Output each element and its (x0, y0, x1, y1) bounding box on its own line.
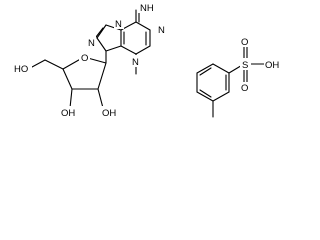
sulfonyl-o-label: O (241, 83, 248, 94)
bond (44, 59, 64, 70)
ring-n-label: N (115, 19, 122, 30)
bond (120, 45, 137, 55)
methyladenosine-structure: NH N N N N O HO OH OH (13, 1, 166, 119)
bond (96, 37, 107, 52)
bond (69, 88, 73, 109)
ring-o-label: O (81, 53, 88, 64)
ring-n-label: N (88, 38, 95, 49)
bond (62, 68, 73, 90)
toluenesulfonic-acid-structure: O S O OH (196, 36, 283, 118)
bond (196, 91, 214, 102)
bond (95, 27, 104, 38)
bond (135, 21, 151, 31)
ring-n-label: N (132, 57, 139, 68)
bond (212, 91, 230, 102)
imine-label: NH (140, 3, 154, 14)
bond (135, 45, 151, 55)
hydroxyl-label: OH (102, 108, 116, 119)
bond (199, 67, 212, 76)
bond (199, 89, 212, 98)
bond (196, 63, 214, 74)
hydroxyl-label: OH (61, 108, 75, 119)
chemical-structure-canvas: NH N N N N O HO OH OH (13, 1, 283, 119)
bond (31, 59, 46, 68)
bond (105, 45, 122, 52)
bond (97, 62, 107, 90)
acid-oh-label: OH (265, 60, 279, 71)
bond (97, 88, 104, 109)
sulfonyl-o-label: O (241, 37, 248, 48)
ring-n-label: N (158, 25, 165, 36)
bond (212, 63, 230, 74)
sulfur-label: S (242, 60, 248, 71)
bond (105, 24, 122, 31)
hydroxyl-label: HO (14, 64, 28, 75)
bond (96, 24, 107, 39)
